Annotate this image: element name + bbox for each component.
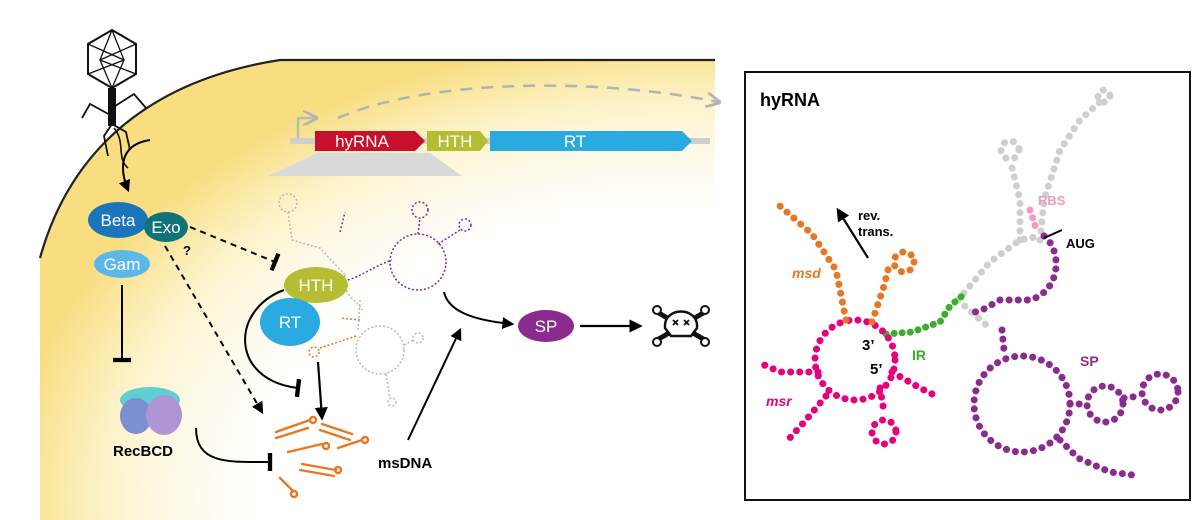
- recbcd-label: RecBCD: [113, 443, 173, 460]
- exo-inhibits-hth-dashed: [189, 226, 281, 272]
- cell-envelope-fill: [40, 60, 715, 520]
- phage-injection-arrow: [118, 139, 151, 193]
- gene-hth: [427, 131, 488, 151]
- rbs-label: RBS: [1038, 193, 1066, 208]
- hth-rt-inhibits-msdna: [244, 289, 302, 398]
- hth-label: HTH: [299, 276, 334, 295]
- cell-membrane: [38, 58, 715, 259]
- gene-rt: [490, 131, 692, 151]
- question-mark: ?: [183, 243, 191, 258]
- inset-rna-structure: [758, 86, 1182, 480]
- recbcd-inhibits-msdna: [195, 427, 273, 472]
- msdna-label: msDNA: [378, 455, 432, 472]
- gene-rt-label: RT: [564, 132, 586, 151]
- gam-protein: [94, 250, 150, 278]
- expression-to-inset-dashed: [337, 84, 718, 120]
- aug-marker: [1043, 229, 1063, 239]
- gene-hyrna-label: hyRNA: [335, 132, 390, 151]
- promoter-icon: [296, 118, 315, 140]
- inset-sp-label: SP: [1080, 353, 1099, 369]
- rt-makes-msdna-arrow: [314, 361, 328, 421]
- gene-hyrna: [315, 131, 425, 151]
- ir-label: IR: [912, 347, 926, 363]
- msr-label: msr: [766, 393, 793, 409]
- recbcd-complex: [120, 387, 182, 435]
- five-prime-label: 5’: [870, 361, 883, 378]
- three-prime-label: 3’: [862, 337, 875, 354]
- gene-hth-label: HTH: [438, 132, 473, 151]
- gam-label: Gam: [104, 255, 141, 274]
- skull-crossbones-icon: [652, 305, 710, 347]
- rt-label: RT: [279, 313, 301, 332]
- exo-protein: [144, 212, 188, 242]
- inset-title: hyRNA: [760, 90, 820, 110]
- msd-label: msd: [792, 265, 821, 281]
- rev-trans-label-line2: trans.: [858, 224, 893, 239]
- beta-protein: [88, 202, 148, 238]
- sp-label: SP: [535, 317, 558, 336]
- hth-protein: [284, 267, 348, 303]
- phage-icon: [81, 28, 147, 169]
- aug-label: AUG: [1066, 236, 1095, 251]
- rna-to-sp-arrow: [443, 291, 515, 330]
- rev-trans-arrow: [836, 207, 869, 259]
- hyrna-transcript-fan: [268, 153, 462, 176]
- msdna-molecules: [274, 415, 370, 499]
- exo-label: Exo: [151, 218, 180, 237]
- msdna-to-sp-arrow: [407, 327, 462, 441]
- sp-protein: [518, 310, 574, 342]
- rev-trans-label-line1: rev.: [858, 208, 880, 223]
- beta-label: Beta: [101, 211, 137, 230]
- rt-protein: [260, 298, 320, 346]
